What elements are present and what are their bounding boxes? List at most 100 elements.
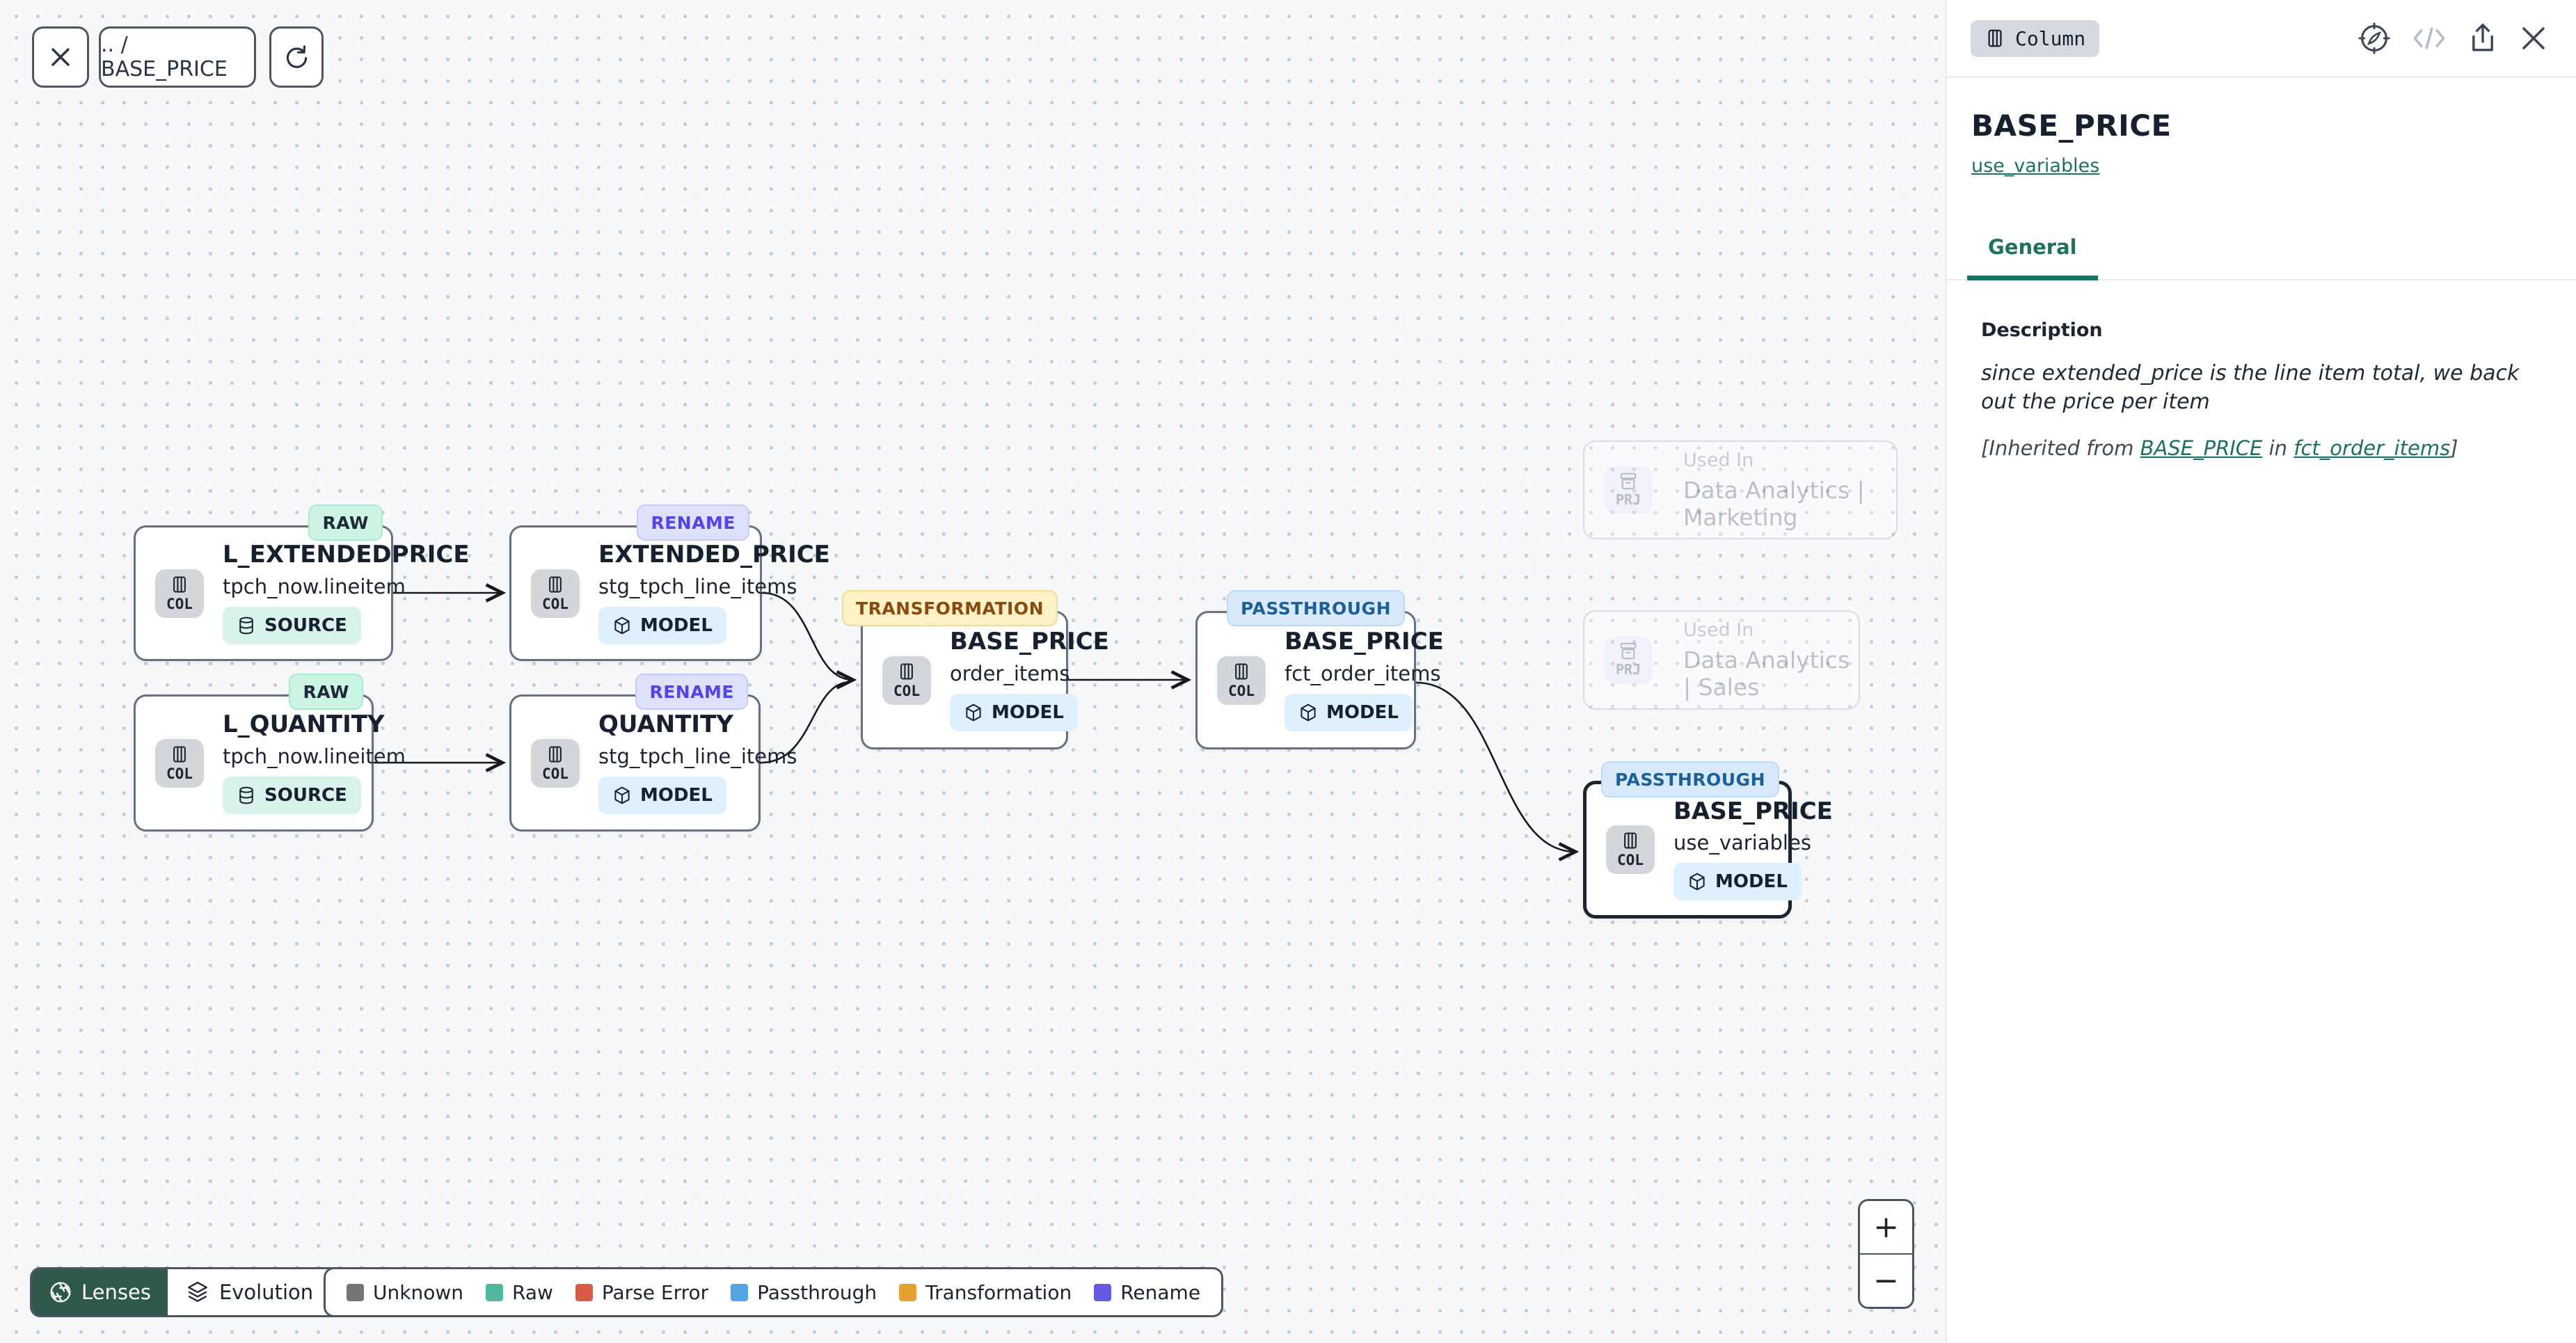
columns-icon [1624,832,1637,849]
legend-swatch [731,1283,749,1301]
lens-controls: Lenses Evolution [30,1267,362,1317]
used-in-label: Used In [1683,619,1754,641]
edge-type-badge: TRANSFORMATION [842,590,1058,626]
lineage-canvas[interactable]: .. / BASE_PRICE PRJ Used In Data Analyti… [0,0,1946,1343]
legend-label: Unknown [373,1280,463,1304]
refresh-button[interactable] [269,26,324,88]
legend-swatch [485,1283,503,1301]
lineage-node-base-price-order-items[interactable]: TRANSFORMATION COL BASE_PRICE order_item… [842,590,1109,749]
inherited-suffix: ] [2450,436,2458,460]
breadcrumb-label: .. / BASE_PRICE [101,33,228,81]
column-kind-label: COL [166,765,193,782]
node-title: BASE_PRICE [1673,797,1833,825]
project-type-chip: PRJ [1604,466,1653,514]
database-icon [239,786,253,804]
columns-icon [1988,29,2002,47]
edge-type-badge: RAW [308,504,383,541]
explore-button[interactable] [2358,22,2391,55]
legend-label: Raw [511,1280,553,1304]
zoom-out-button[interactable]: − [1860,1255,1912,1307]
column-kind-label: COL [166,595,193,612]
node-type-label: MODEL [1326,701,1399,723]
column-kind-chip: COL [531,738,580,788]
node-type-label: MODEL [640,784,713,806]
close-icon [51,48,70,66]
description-heading: Description [1981,319,2103,341]
column-kind-chip: COL [155,569,204,618]
column-kind-label: COL [893,682,920,699]
used-in-card-marketing[interactable]: PRJ Used In Data Analytics | Marketing [1583,440,1898,539]
node-type-badge: MODEL [950,693,1078,731]
column-kind-chip: COL [531,569,580,618]
column-kind-chip: COL [882,655,931,705]
column-kind-chip: COL [1217,655,1266,705]
panel-tabs: General [1946,235,2576,280]
legend-swatch [1094,1283,1112,1301]
aperture-icon [50,1282,71,1303]
column-kind-label: COL [1228,682,1255,699]
lineage-node-l-extendedprice[interactable]: RAW COL L_EXTENDEDPRICE tpch_now.lineite… [134,504,470,661]
legend-label: Passthrough [757,1280,877,1304]
inherited-column-link[interactable]: BASE_PRICE [2140,436,2263,460]
node-type-badge: SOURCE [223,606,361,644]
edge-type-badge: PASSTHROUGH [1227,590,1405,626]
legend-label: Transformation [925,1280,1072,1304]
lenses-button[interactable]: Lenses [32,1269,168,1315]
columns-icon [549,575,562,593]
node-subtitle: order_items [950,661,1070,685]
node-title: L_EXTENDEDPRICE [223,541,470,569]
project-icon [1620,472,1637,489]
lineage-node-quantity[interactable]: RENAME COL QUANTITY stg_tpch_line_items … [509,674,797,832]
node-type-badge: MODEL [598,606,726,644]
model-cube-icon [614,617,630,635]
close-panel-button[interactable] [2519,24,2548,53]
model-link[interactable]: use_variables [1971,155,2100,177]
legend-label: Rename [1120,1280,1201,1304]
legend-label: Parse Error [601,1280,709,1304]
project-chip-label: PRJ [1615,491,1641,508]
compass-icon [2358,22,2390,54]
node-title: QUANTITY [598,710,733,739]
layers-icon [188,1282,207,1302]
node-subtitle: tpch_now.lineitem [223,744,406,768]
columns-icon [173,575,186,593]
node-subtitle: stg_tpch_line_items [598,574,797,598]
zoom-in-button[interactable]: + [1860,1201,1912,1255]
lens-selected-value: Evolution [218,1280,314,1304]
database-icon [239,617,253,635]
lineage-node-extended-price[interactable]: RENAME COL EXTENDED_PRICE stg_tpch_line_… [509,504,830,661]
zoom-controls: + − [1858,1199,1914,1309]
inherited-prefix: [Inherited from [1981,436,2140,460]
inherited-mid: in [2262,436,2294,460]
lineage-node-base-price-fct-order-items[interactable]: PASSTHROUGH COL BASE_PRICE fct_order_ite… [1195,590,1444,749]
tab-general[interactable]: General [1967,235,2098,280]
breadcrumb[interactable]: .. / BASE_PRICE [99,26,256,88]
refresh-icon [286,45,308,68]
column-kind-chip: COL [1606,825,1655,874]
node-subtitle: stg_tpch_line_items [598,744,797,768]
node-type-label: MODEL [640,614,713,636]
share-button[interactable] [2467,22,2498,55]
code-icon [2413,27,2445,49]
legend-swatch [899,1283,917,1301]
used-in-label: Used In [1683,449,1754,471]
columns-icon [900,662,913,680]
project-type-chip: PRJ [1604,636,1653,684]
legend-item-transformation: Transformation [899,1281,1072,1304]
column-kind-label: COL [542,595,569,612]
columns-icon [1235,662,1248,680]
project-icon [1620,642,1637,660]
close-lineage-button[interactable] [32,26,89,88]
inherited-note: [Inherited from BASE_PRICE in fct_order_… [1981,436,2548,460]
legend-item-unknown: Unknown [347,1281,463,1304]
columns-icon [549,745,562,763]
close-icon [2522,27,2545,49]
lineage-node-base-price-use-variables[interactable]: PASSTHROUGH COL BASE_PRICE use_variables… [1583,761,1833,919]
inherited-model-link[interactable]: fct_order_items [2293,436,2451,460]
used-in-card-sales[interactable]: PRJ Used In Data Analytics | Sales [1583,610,1860,710]
edge-type-badge: RENAME [635,674,748,710]
node-title: L_QUANTITY [223,710,385,739]
view-code-button[interactable] [2412,24,2447,53]
lineage-node-l-quantity[interactable]: RAW COL L_QUANTITY tpch_now.lineitem SOU… [134,674,406,832]
node-type-label: MODEL [1715,871,1788,893]
